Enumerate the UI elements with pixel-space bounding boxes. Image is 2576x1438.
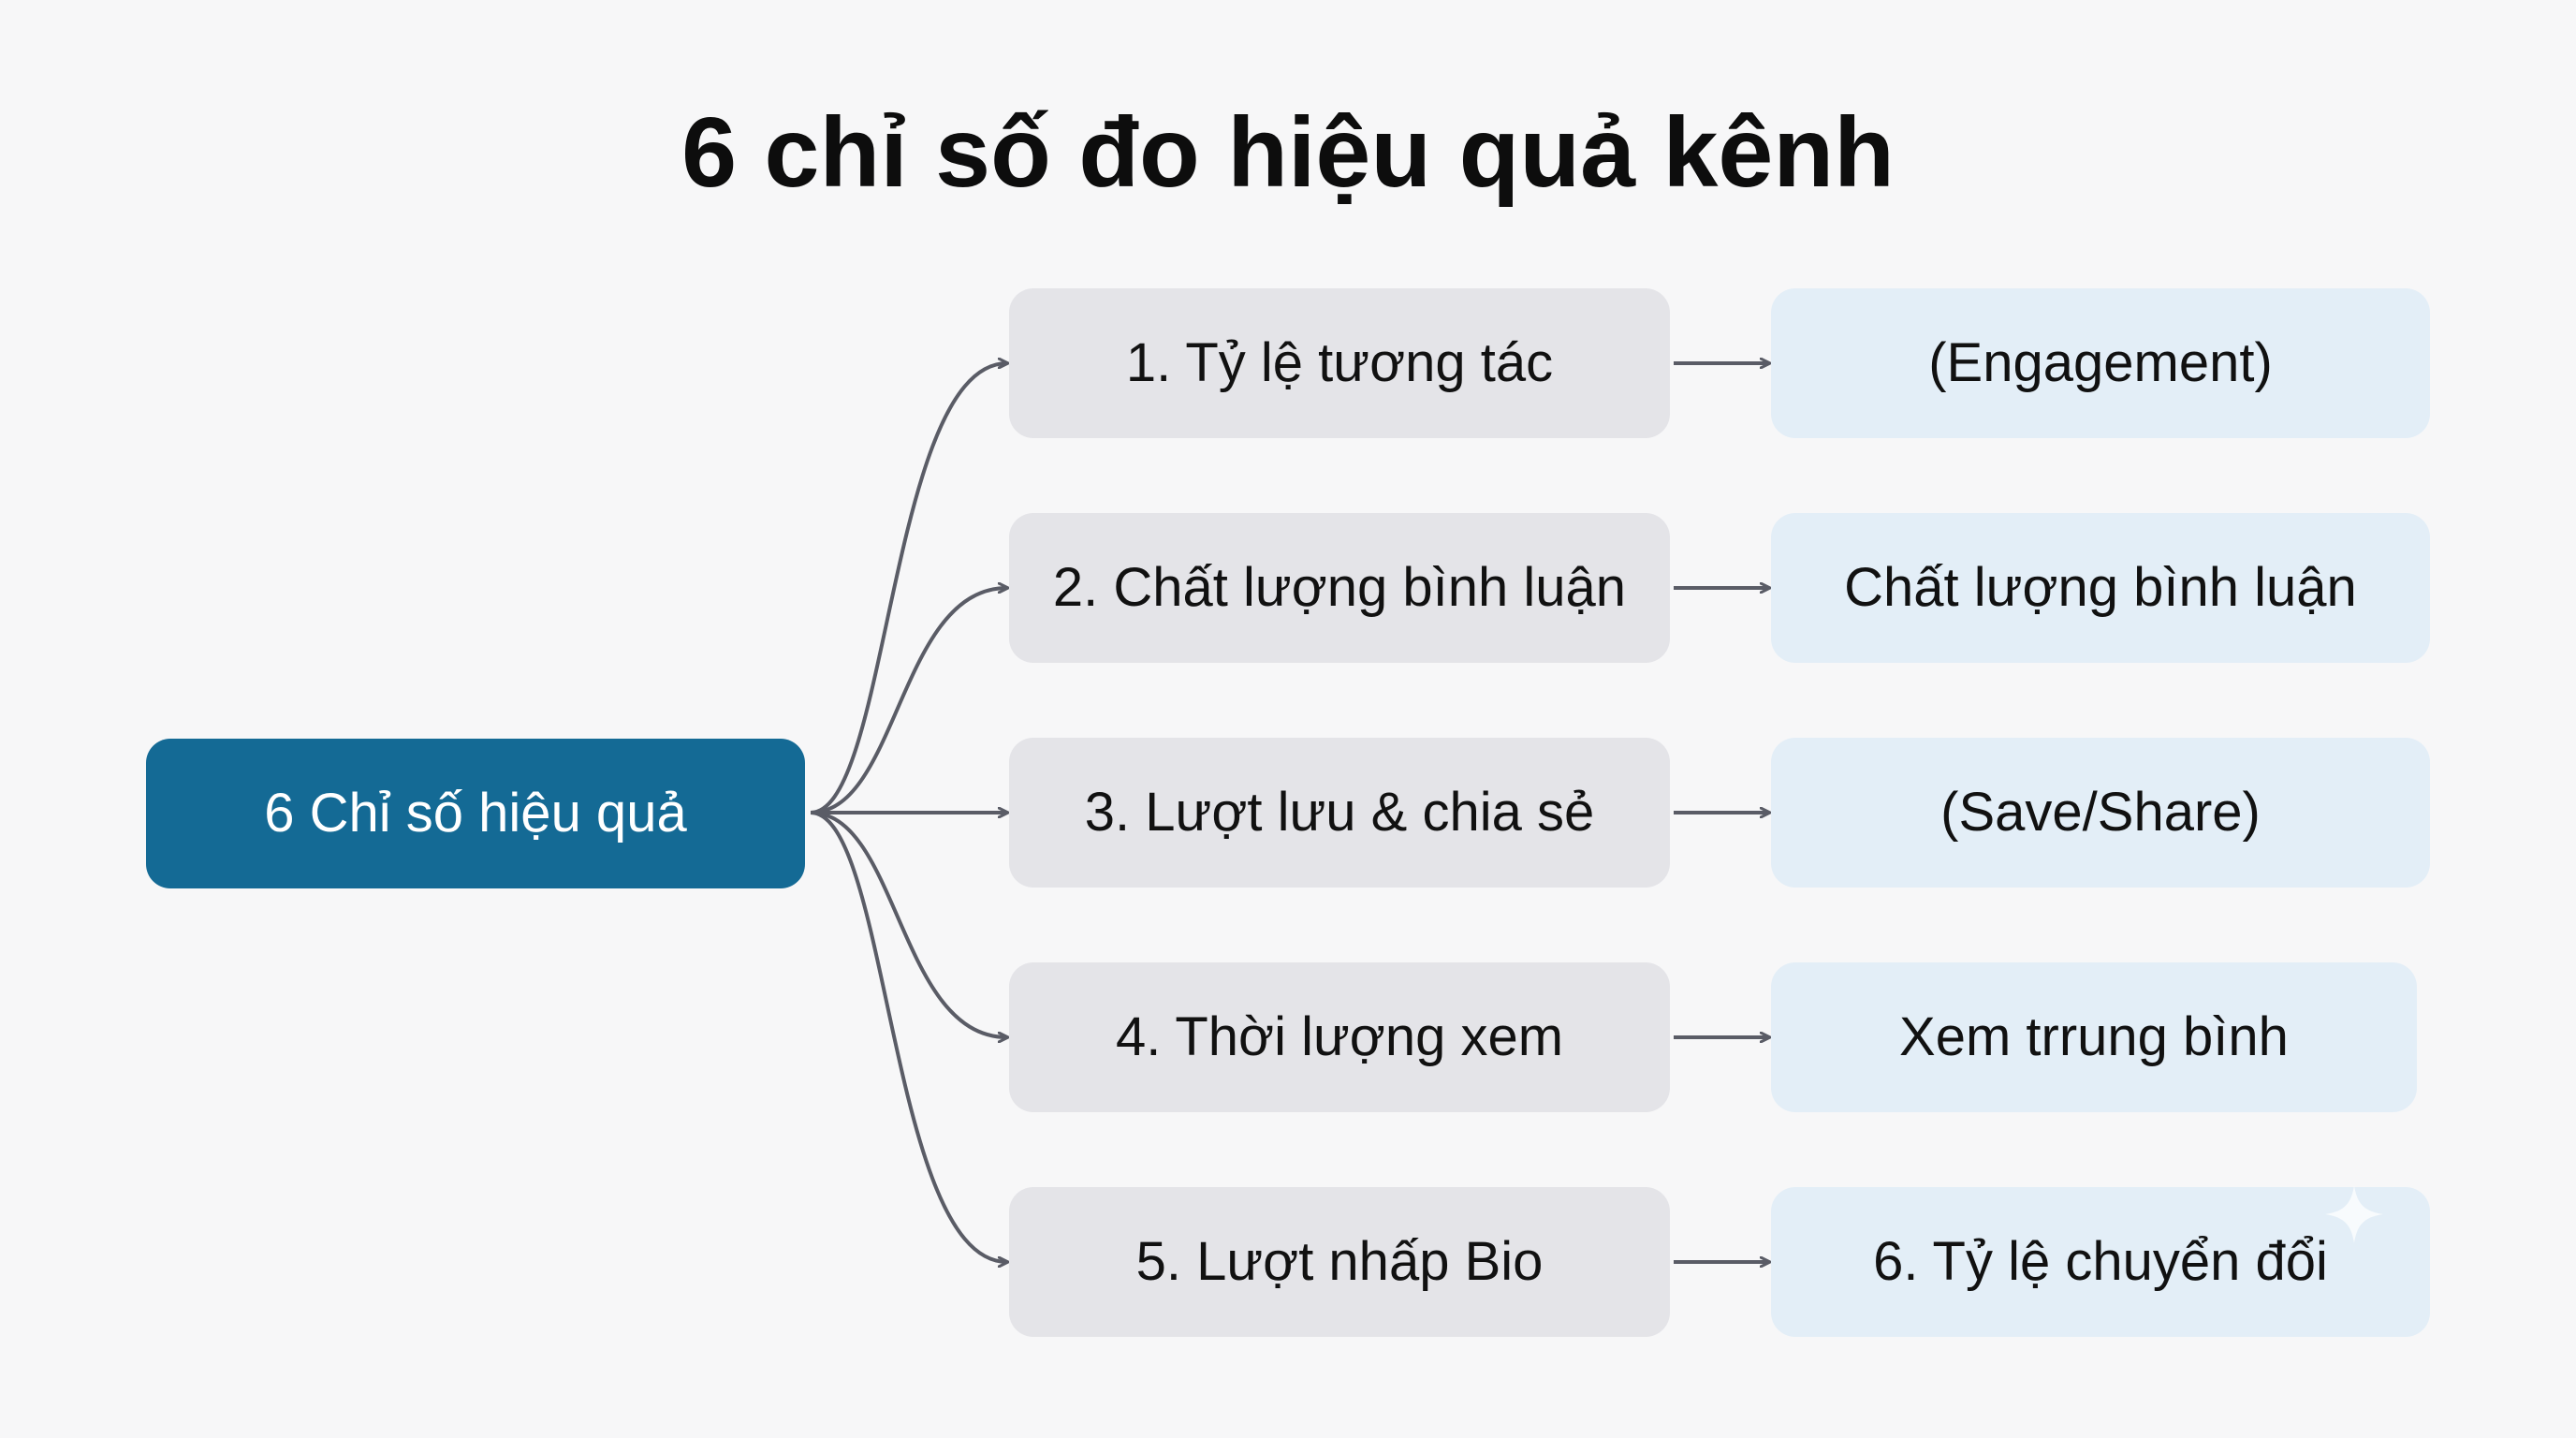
- branch-node-4: 4. Thời lượng xem: [1009, 962, 1670, 1112]
- detail-node-3: (Save/Share): [1771, 738, 2430, 888]
- sparkle-icon: [2325, 1185, 2383, 1243]
- branch-node-1: 1. Tỷ lệ tương tác: [1009, 288, 1670, 438]
- branch-node-5: 5. Lượt nhấp Bio: [1009, 1187, 1670, 1337]
- detail-node-1: (Engagement): [1771, 288, 2430, 438]
- detail-node-2: Chất lượng bình luận: [1771, 513, 2430, 663]
- root-node: 6 Chỉ số hiệu quả: [146, 739, 805, 888]
- diagram-title: 6 chỉ số đo hiệu quả kênh: [681, 97, 1895, 208]
- connector-root-to-branch-5: [810, 811, 1007, 1262]
- detail-node-4: Xem trrung bình: [1771, 962, 2417, 1112]
- branch-node-3: 3. Lượt lưu & chia sẻ: [1009, 738, 1670, 888]
- detail-node-5: 6. Tỷ lệ chuyển đổi: [1771, 1187, 2430, 1337]
- connector-root-to-branch-2: [810, 588, 1007, 814]
- branch-node-2: 2. Chất lượng bình luận: [1009, 513, 1670, 663]
- connector-root-to-branch-4: [810, 811, 1007, 1037]
- connector-root-to-branch-1: [810, 363, 1007, 814]
